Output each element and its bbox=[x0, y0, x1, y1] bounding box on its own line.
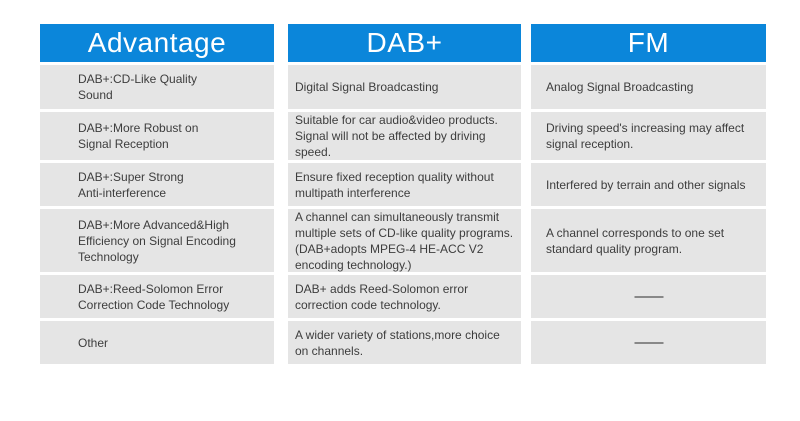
fm-cell-5-dash: —— bbox=[531, 275, 766, 318]
column-dab-plus: DAB+ Digital Signal Broadcasting Suitabl… bbox=[288, 24, 521, 364]
fm-cell-4: A channel corresponds to one set standar… bbox=[531, 209, 766, 272]
dab-cell-4: A channel can simultaneously transmit mu… bbox=[288, 209, 521, 272]
dab-cell-2: Suitable for car audio&video products. S… bbox=[288, 112, 521, 160]
dab-cell-3: Ensure fixed reception quality without m… bbox=[288, 163, 521, 206]
advantage-cell-5: DAB+:Reed-Solomon Error Correction Code … bbox=[40, 275, 274, 318]
dab-plus-header: DAB+ bbox=[288, 24, 521, 62]
fm-cell-2: Driving speed's increasing may affect si… bbox=[531, 112, 766, 160]
advantage-cell-2: DAB+:More Robust on Signal Reception bbox=[40, 112, 274, 160]
advantage-header: Advantage bbox=[40, 24, 274, 62]
advantage-cell-3: DAB+:Super Strong Anti-interference bbox=[40, 163, 274, 206]
dab-cell-6: A wider variety of stations,more choice … bbox=[288, 321, 521, 364]
fm-cell-3: Interfered by terrain and other signals bbox=[531, 163, 766, 206]
comparison-table: Advantage DAB+:CD-Like Quality Sound DAB… bbox=[40, 24, 766, 364]
fm-header: FM bbox=[531, 24, 766, 62]
advantage-cell-4: DAB+:More Advanced&High Efficiency on Si… bbox=[40, 209, 274, 272]
column-fm: FM Analog Signal Broadcasting Driving sp… bbox=[531, 24, 766, 364]
fm-cell-1: Analog Signal Broadcasting bbox=[531, 65, 766, 109]
dab-cell-1: Digital Signal Broadcasting bbox=[288, 65, 521, 109]
advantage-cell-6: Other bbox=[40, 321, 274, 364]
dab-cell-5: DAB+ adds Reed-Solomon error correction … bbox=[288, 275, 521, 318]
advantage-cell-1: DAB+:CD-Like Quality Sound bbox=[40, 65, 274, 109]
column-advantage: Advantage DAB+:CD-Like Quality Sound DAB… bbox=[40, 24, 274, 364]
fm-cell-6-dash: —— bbox=[531, 321, 766, 364]
